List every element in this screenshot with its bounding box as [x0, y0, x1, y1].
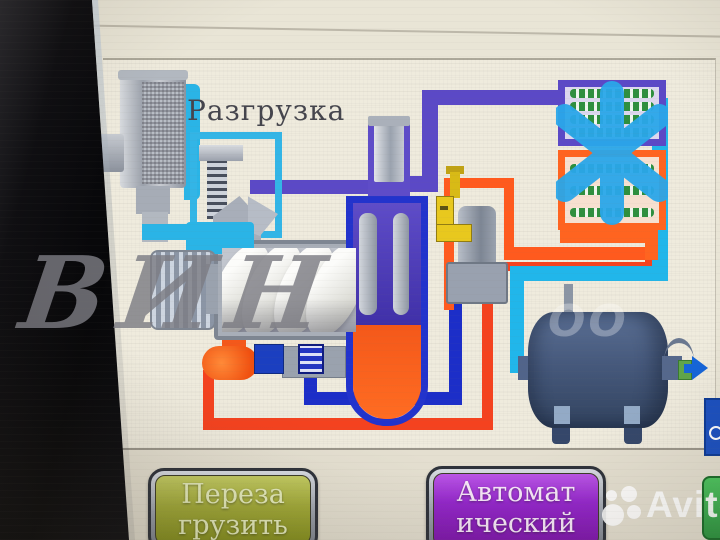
min-pressure-valve-slot — [440, 206, 448, 210]
tank-outlet-nozzle — [662, 356, 682, 380]
automatic-button-label-line1: Автомат — [456, 477, 576, 508]
oil-filter-base — [446, 262, 508, 304]
pipe-oilreturn-up — [449, 298, 462, 405]
pipe-airoil-riser — [422, 90, 438, 190]
separator-cartridge — [393, 213, 409, 315]
tank-top-pipe — [564, 284, 573, 318]
flow-arrow-icon — [692, 356, 708, 380]
pipe-hotoil-bottom — [203, 418, 493, 430]
edge-green-button[interactable] — [702, 476, 720, 540]
avito-logo-icon — [627, 505, 641, 519]
receiver-tank-body — [528, 312, 668, 428]
pipe-cooledair-down — [510, 266, 524, 370]
pipe-cooler-out-elbow — [645, 230, 658, 260]
intake-valve-cap — [199, 145, 243, 161]
coupling-shaft — [206, 264, 218, 314]
pipe-filter-to-cooler — [504, 247, 658, 260]
tank-foot-pad — [554, 406, 570, 424]
air-filter-media — [142, 82, 184, 184]
oil-stop-valve — [254, 344, 284, 374]
pipe-suction-in — [142, 224, 190, 240]
avito-logo-icon — [621, 486, 637, 502]
separator-vessel — [346, 196, 428, 426]
pipe-hotoil-left — [203, 370, 214, 430]
edge-panel-glyph — [709, 426, 720, 440]
min-pressure-valve-foot — [436, 224, 472, 242]
edge-blue-panel[interactable] — [704, 398, 720, 456]
pipe-filter-top — [444, 178, 514, 188]
pipe-cooler-out-h — [560, 230, 658, 243]
tank-foot-pad — [624, 406, 640, 424]
separator-cap — [374, 120, 404, 182]
reload-button-label-line1: Переза — [181, 479, 285, 510]
separator-cartridge — [359, 213, 377, 315]
pipe-hotoil-right — [482, 256, 493, 430]
min-pressure-valve-knob — [446, 166, 464, 174]
rotor-shading — [222, 248, 356, 332]
pipe-airoil-horizontal — [250, 180, 378, 194]
fan-icon — [556, 81, 668, 225]
tank-leg — [552, 424, 570, 444]
pipe-cooledair-horiz — [512, 266, 668, 281]
reload-button-label-line2: грузить — [178, 510, 288, 540]
air-filter-neck — [136, 186, 170, 214]
unloading-label: Разгрузка — [187, 94, 346, 127]
flow-arrow-icon — [684, 364, 692, 373]
automatic-button-label-line2: ический — [456, 508, 576, 539]
tank-leg — [624, 424, 642, 444]
pipe-filter-left — [444, 178, 454, 310]
avito-watermark: Avito — [598, 484, 720, 536]
min-pressure-valve-stem — [450, 172, 460, 198]
separator-flange — [368, 116, 410, 126]
oil-level-sight — [298, 344, 324, 374]
intake-valve-spring — [207, 161, 227, 219]
pipe-filter-right — [504, 178, 514, 258]
outlet-valve-handle — [664, 338, 694, 361]
avito-logo-icon — [602, 504, 624, 526]
pipe-airoil-top — [422, 90, 572, 105]
automatic-button[interactable]: Автомат ический — [426, 466, 606, 540]
airend-rotors — [222, 248, 356, 332]
reload-button[interactable]: Переза грузить — [148, 468, 318, 540]
avito-brand-text: Avito — [646, 484, 720, 525]
separator-oil-sump — [353, 325, 421, 419]
pipe-discharge-bulge — [202, 346, 258, 380]
avito-logo-icon — [606, 490, 617, 501]
screen-scan-line — [54, 24, 720, 38]
air-filter-cap — [118, 70, 188, 80]
